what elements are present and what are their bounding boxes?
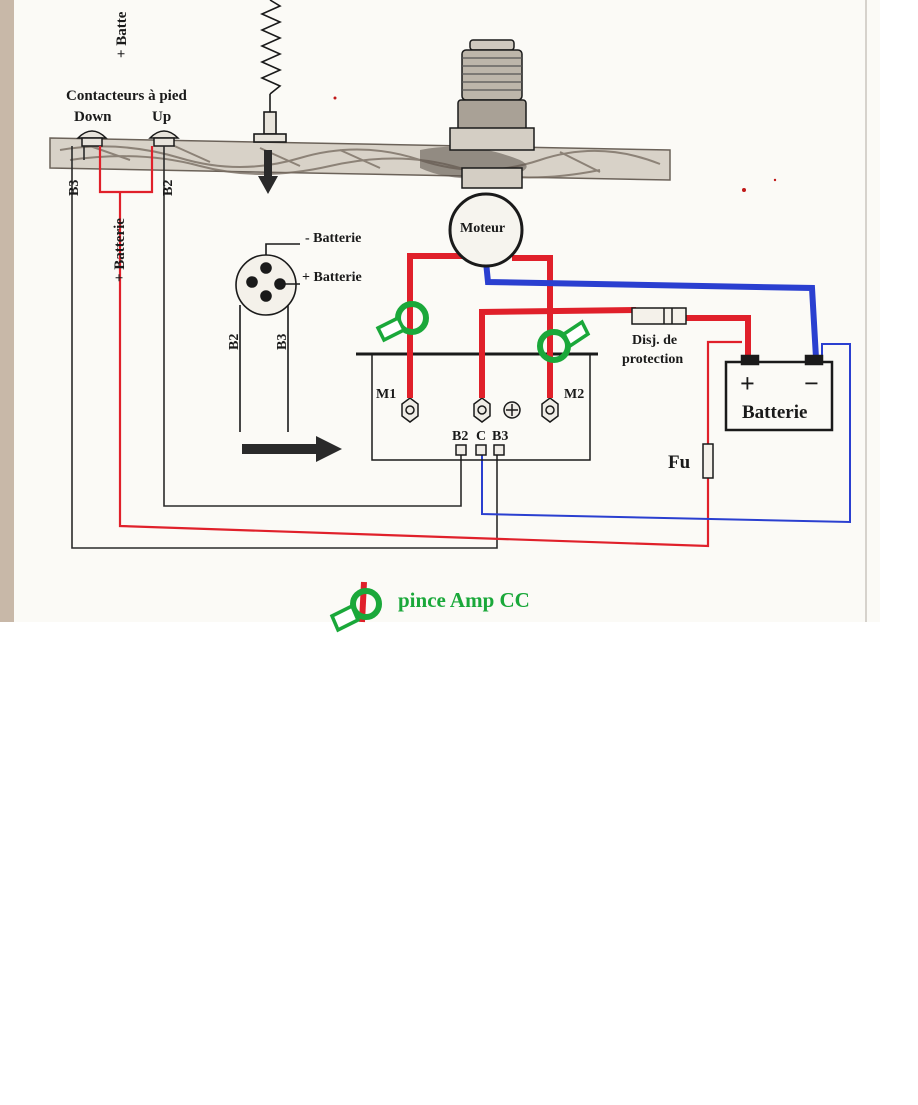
scan-specks [333,96,777,192]
label-term-b2: B2 [452,429,468,444]
label-breaker-line2: protection [622,352,683,367]
label-m1: M1 [376,387,396,402]
label-b3-left: B3 [67,180,82,196]
scan-edge [0,0,14,622]
label-b2-left: B2 [161,180,176,196]
motor-icon [448,192,524,268]
label-battery-minus-sign: − [804,369,819,398]
fuse-icon [702,443,714,479]
legend-text: pince Amp CC [398,588,530,612]
label-battery-box: Batterie [742,402,807,423]
power-wires-red [407,253,751,398]
scanned-diagram-background [0,0,880,622]
terminals [401,397,559,456]
label-motor: Moteur [460,221,505,236]
label-term-b3: B3 [492,429,508,444]
label-up: Up [152,109,171,125]
plug-connector [235,243,300,432]
label-down: Down [74,109,112,125]
label-conn-b2: B2 [227,334,242,350]
control-wire-red [98,146,742,548]
circuit-breaker [631,307,687,325]
battery-icon [724,354,834,432]
label-breaker-line1: Disj. de [632,333,677,348]
deck [49,137,671,181]
label-battery-top: + Batte [114,11,130,58]
control-wire-blue [481,343,851,524]
label-battery-plus: + Batterie [302,270,362,285]
right-arrow-icon [242,436,342,462]
down-arrow-icon [258,150,278,194]
foot-switch-up [148,130,180,147]
ammeter-clamp-icon [375,301,429,343]
anchor-chain [253,0,287,143]
windlass-capstan [449,39,535,189]
label-fuse: Fu [668,452,691,473]
label-battery-plus-sign: + [740,369,755,398]
label-term-c: C [476,429,486,444]
label-m2: M2 [564,387,584,402]
foot-switch-down [76,130,108,147]
ammeter-clamp-icon [537,319,591,363]
label-battery-plus-vertical: + Batterie [112,218,128,282]
control-wires-black [71,146,498,549]
label-battery-minus: - Batterie [305,231,361,246]
label-conn-b3: B3 [275,334,290,350]
power-wires-blue [483,261,819,359]
label-foot-switches: Contacteurs à pied [66,88,187,104]
contactor-box [356,352,598,461]
legend-symbol [329,581,382,633]
